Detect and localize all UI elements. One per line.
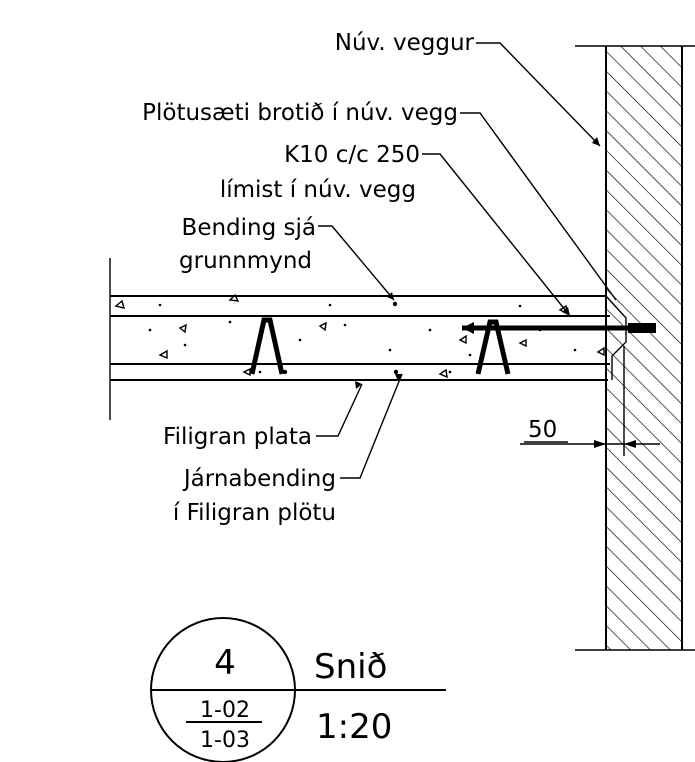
dimension-text: 50 bbox=[528, 417, 557, 443]
lattice-girders bbox=[249, 317, 511, 375]
label-seat: Plötusæti brotið í núv. vegg bbox=[142, 100, 458, 126]
detail-title: Snið bbox=[314, 647, 387, 687]
label-jarna-1: Járnabending bbox=[182, 466, 336, 492]
label-jarna-2: í Filigran plötu bbox=[173, 500, 336, 526]
slab bbox=[109, 258, 627, 420]
detail-scale: 1:20 bbox=[316, 707, 392, 747]
existing-wall bbox=[575, 45, 695, 651]
title-block: 4 1-02 1-03 Snið 1:20 bbox=[150, 617, 446, 762]
label-k10-2: límist í núv. vegg bbox=[220, 177, 416, 203]
label-wall: Núv. veggur bbox=[335, 30, 475, 56]
detail-number: 4 bbox=[214, 643, 236, 683]
label-filigran: Filigran plata bbox=[163, 424, 312, 450]
leader-lines bbox=[316, 42, 617, 479]
label-bending-1: Bending sjá bbox=[182, 215, 316, 241]
dimension-50: 50 bbox=[520, 346, 660, 456]
label-k10-1: K10 c/c 250 bbox=[284, 142, 420, 168]
dowel-bar bbox=[462, 322, 656, 334]
label-bending-2: grunnmynd bbox=[179, 248, 312, 274]
annotation-labels: Núv. veggur Plötusæti brotið í núv. vegg… bbox=[142, 30, 474, 526]
sheet-ref-1: 1-02 bbox=[200, 698, 250, 723]
sheet-ref-2: 1-03 bbox=[200, 728, 250, 753]
